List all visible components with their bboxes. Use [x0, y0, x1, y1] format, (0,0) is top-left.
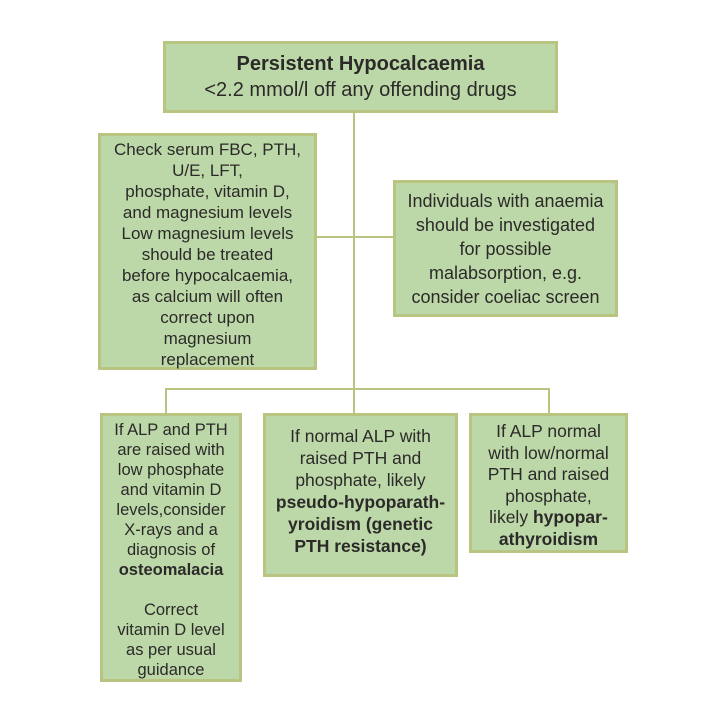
connector-horizontal-middle — [317, 236, 393, 238]
connector-drop-right — [548, 388, 550, 413]
node-persistent-hypocalcaemia: Persistent Hypocalcaemia<2.2 mmol/l off … — [163, 41, 558, 113]
node-check-serum-levels-text: Check serum FBC, PTH,U/E, LFT,phosphate,… — [113, 140, 302, 369]
connector-drop-left — [165, 388, 167, 413]
connector-vertical-spine — [353, 113, 355, 413]
connector-horizontal-bottom — [165, 388, 550, 390]
node-check-serum-levels: Check serum FBC, PTH,U/E, LFT,phosphate,… — [98, 133, 317, 370]
node-persistent-hypocalcaemia-text: Persistent Hypocalcaemia<2.2 mmol/l off … — [204, 53, 517, 101]
